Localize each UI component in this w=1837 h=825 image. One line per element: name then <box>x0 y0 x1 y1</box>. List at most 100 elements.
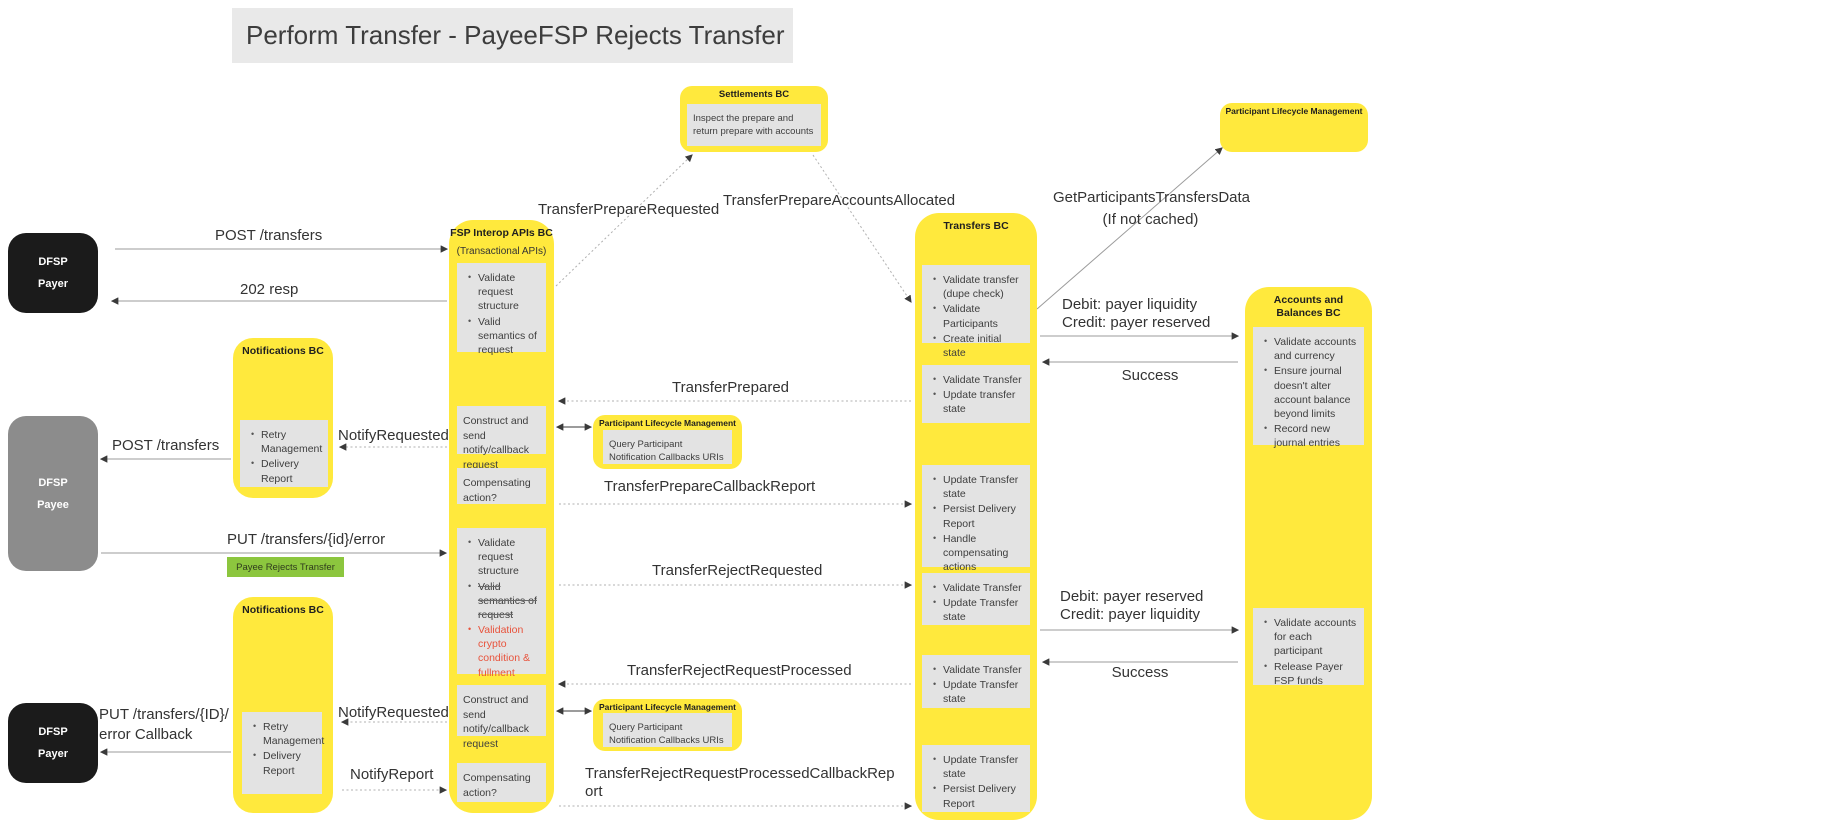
bullet-item: Update Transfer state <box>930 753 1026 781</box>
label-transfer-prepare-requested: TransferPrepareRequested <box>538 201 720 218</box>
actor-line: Payer <box>38 278 68 290</box>
transfers-box-6: Update Transfer state Persist Delivery R… <box>922 745 1030 812</box>
arrow-transfer-prepare-requested <box>555 154 693 287</box>
fsp-interop-subtitle: (Transactional APIs) <box>456 245 547 257</box>
label-transfer-prepare-callback-report: TransferPrepareCallbackReport <box>604 478 816 495</box>
transfers-box-2: Validate Transfer Update transfer state <box>922 365 1030 423</box>
bullet-item: Update Transfer state <box>930 678 1026 706</box>
payee-rejects-transfer-badge: Payee Rejects Transfer <box>227 557 344 577</box>
label-debit-payer-reserved: Debit: payer reserved <box>1060 588 1204 605</box>
actor-line: DFSP <box>38 726 68 738</box>
label-transfer-prepare-accounts-allocated: TransferPrepareAccountsAllocated <box>723 192 956 209</box>
transfers-box-3: Update Transfer state Persist Delivery R… <box>922 465 1030 573</box>
page-title: Perform Transfer - PayeeFSP Rejects Tran… <box>232 8 793 63</box>
bullet-item: Record new journal entries <box>1261 422 1360 450</box>
plm-query-box-2: Participant Lifecycle Management Query P… <box>593 699 742 751</box>
label-post-transfers-payer: POST /transfers <box>215 227 323 244</box>
label-202-resp: 202 resp <box>240 281 299 298</box>
notifications-bc-title: Notifications BC <box>242 345 324 357</box>
label-get-participants-line2: (If not cached) <box>1102 211 1199 228</box>
plm-top-box: Participant Lifecycle Management <box>1220 103 1368 152</box>
plm-query-title: Participant Lifecycle Management <box>599 418 736 428</box>
label-notify-report: NotifyReport <box>350 766 434 783</box>
label-transfer-reject-request-processed: TransferRejectRequestProcessed <box>627 662 852 679</box>
arrow-transfer-prepare-accounts-allocated <box>812 154 912 303</box>
label-debit-payer-liquidity: Debit: payer liquidity <box>1062 296 1198 313</box>
bullet-item: Update Transfer state <box>930 473 1026 501</box>
actor-line: Payer <box>38 748 68 760</box>
label-transfer-reject-requested: TransferRejectRequested <box>652 562 823 579</box>
label-get-participants-line1: GetParticipantsTransfersData <box>1053 189 1251 206</box>
bullet-item: Retry Management <box>250 720 324 748</box>
bullet-item: Validate Transfer <box>930 581 1026 595</box>
bullet-item: Create initial state <box>930 332 1026 360</box>
transfers-box-1: Validate transfer (dupe check) Validate … <box>922 265 1030 359</box>
label-put-transfers-error: PUT /transfers/{id}/error <box>227 531 386 548</box>
actor-dfsp-payer-bottom: DFSP Payer <box>8 703 98 783</box>
plm-query-note: Query Participant Notification Callbacks… <box>603 430 732 464</box>
transfers-bc-title: Transfers BC <box>943 220 1009 232</box>
accounts-balances-column: Accounts and Balances BC Validate accoun… <box>1245 287 1372 820</box>
plm-top-title: Participant Lifecycle Management <box>1225 106 1363 116</box>
transfers-box-5: Validate Transfer Update Transfer state <box>922 655 1030 708</box>
actor-line: DFSP <box>38 476 68 489</box>
bullet-item: Validate request structure <box>465 536 542 579</box>
label-transfer-prepared: TransferPrepared <box>672 379 789 396</box>
plm-query-box-1: Participant Lifecycle Management Query P… <box>593 415 742 469</box>
settlements-bc-note: Inspect the prepare and return prepare w… <box>687 104 821 146</box>
accounts-box-1: Validate accounts and currency Ensure jo… <box>1253 327 1364 449</box>
actor-dfsp-payer-top: DFSP Payer <box>8 233 98 313</box>
fsp-interop-title: FSP Interop APIs BC <box>450 227 553 239</box>
bullet-item: Update Transfer state <box>930 596 1026 624</box>
notifications-bc-box-2: Notifications BC Retry Management Delive… <box>233 597 333 813</box>
bullet-item: Validate Transfer <box>930 663 1026 677</box>
accounts-balances-title: Accounts and Balances BC <box>1273 294 1344 319</box>
bullet-item: Validate Transfer <box>930 373 1026 387</box>
label-put-callback-line1: PUT /transfers/{ID}/ <box>99 706 229 723</box>
bullet-item: Validate transfer (dupe check) <box>930 273 1026 301</box>
settlements-bc-box: Settlements BC Inspect the prepare and r… <box>680 86 828 152</box>
label-success-1: Success <box>1121 367 1179 384</box>
notifications-box-1-items: Retry Management Delivery Report <box>240 420 328 487</box>
label-success-2: Success <box>1111 664 1169 681</box>
bullet-item: Retry Management <box>248 428 324 456</box>
notifications-bc-title: Notifications BC <box>242 604 324 616</box>
fsp-box-construct-notify-1: Construct and send notify/callback reque… <box>457 406 546 471</box>
arrow-get-participants-transfers-data <box>1036 147 1223 310</box>
notifications-box-2-items: Retry Management Delivery Report <box>242 712 324 794</box>
notifications-bc-box-1: Notifications BC Retry Management Delive… <box>233 338 333 498</box>
label-post-transfers-payee: POST /transfers <box>112 437 220 454</box>
bullet-item: Validate Participants <box>930 302 1026 330</box>
bullet-item: Delivery Report <box>250 749 318 777</box>
bullet-item: Persist Delivery Report <box>930 782 1026 810</box>
fsp-interop-column: FSP Interop APIs BC (Transactional APIs)… <box>449 220 554 813</box>
accounts-box-2: Validate accounts for each participant R… <box>1253 608 1364 688</box>
label-credit-payer-liquidity: Credit: payer liquidity <box>1060 606 1201 623</box>
settlements-bc-title: Settlements BC <box>718 89 790 100</box>
bullet-item: Valid semantics of request <box>465 315 542 358</box>
bullet-item: Persist Delivery Report <box>930 502 1026 530</box>
label-notify-requested-2: NotifyRequested <box>338 704 449 721</box>
bullet-item: Delivery Report <box>248 457 324 485</box>
label-transfer-reject-processed-callback-report: TransferRejectRequestProcessedCallbackRe… <box>585 765 895 800</box>
fsp-box-construct-notify-2: Construct and send notify/callback reque… <box>457 685 546 750</box>
bullet-item: Update transfer state <box>930 388 1026 416</box>
bullet-item: Ensure journal doesn't alter account bal… <box>1261 364 1360 421</box>
fsp-box-compensating-2: Compensating action? <box>457 763 546 802</box>
actor-line: DFSP <box>38 256 68 268</box>
label-credit-payer-reserved: Credit: payer reserved <box>1062 314 1211 331</box>
fsp-box-compensating-1: Compensating action? <box>457 468 546 504</box>
plm-query-title: Participant Lifecycle Management <box>599 702 736 712</box>
bullet-item: Release Payer FSP funds <box>1261 660 1360 688</box>
bullet-item-struck: Valid semantics of request <box>465 580 542 623</box>
transfers-box-4: Validate Transfer Update Transfer state <box>922 573 1030 625</box>
actor-line: Payee <box>37 498 69 511</box>
transfers-bc-column: Transfers BC Validate transfer (dupe che… <box>915 213 1037 820</box>
bullet-item-red: Validation crypto condition & fullment <box>465 623 542 680</box>
plm-query-note: Query Participant Notification Callbacks… <box>603 713 732 747</box>
label-notify-requested-1: NotifyRequested <box>338 427 449 444</box>
bullet-item: Handle compensating actions <box>930 532 1026 575</box>
fsp-box-validate-reject: Validate request structure Valid semanti… <box>457 528 546 679</box>
bullet-item: Validate accounts for each participant <box>1261 616 1360 659</box>
